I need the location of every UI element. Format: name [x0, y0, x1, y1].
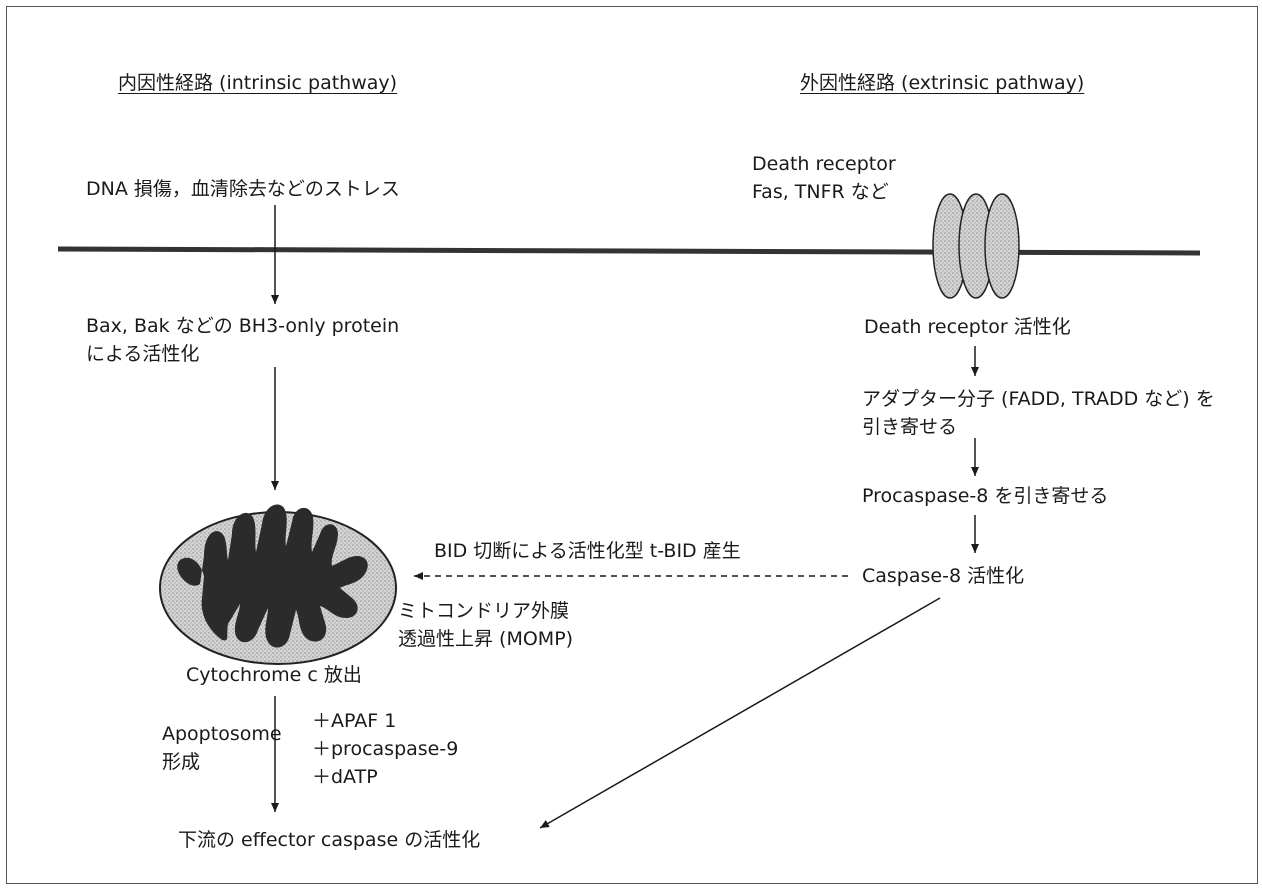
- figure-frame: [6, 6, 1258, 884]
- bid-cleavage-label: BID 切断による活性化型 t-BID 産生: [434, 540, 741, 562]
- extrinsic-header: 外因性経路 (extrinsic pathway): [800, 72, 1085, 94]
- cofactor-item: ＋procaspase-9: [312, 738, 459, 760]
- stress-label: DNA 損傷，血清除去などのストレス: [86, 178, 400, 200]
- momp-label: ミトコンドリア外膜 透過性上昇 (MOMP): [398, 597, 573, 653]
- bh3-label-line2: による活性化: [86, 343, 200, 365]
- bh3-label: Bax, Bak などの BH3-only protein による活性化: [86, 312, 399, 368]
- receptor-activation-label: Death receptor 活性化: [864, 316, 1071, 338]
- mitochondrion-icon: [159, 504, 397, 665]
- death-receptor-label-line1: Death receptor: [752, 153, 896, 175]
- death-receptor-icon: [932, 193, 1020, 299]
- effector-caspase-label: 下流の effector caspase の活性化: [178, 829, 481, 851]
- cytochrome-label: Cytochrome c 放出: [186, 664, 362, 686]
- death-receptor-label: Death receptor Fas, TNFR など: [752, 150, 896, 206]
- adaptor-label: アダプター分子 (FADD, TRADD など) を 引き寄せる: [862, 385, 1215, 441]
- adaptor-label-line1: アダプター分子 (FADD, TRADD など) を: [862, 388, 1215, 410]
- arrow-caspase8-to-effector: [539, 597, 941, 829]
- adaptor-label-line2: 引き寄せる: [862, 416, 958, 438]
- caspase8-label: Caspase-8 活性化: [862, 565, 1025, 587]
- cell-membrane: [57, 246, 1201, 256]
- bh3-label-line1: Bax, Bak などの BH3-only protein: [86, 315, 400, 337]
- cofactor-item: ＋APAF 1: [312, 710, 397, 732]
- apoptosome-label-line1: Apoptosome: [162, 723, 282, 745]
- cofactors-list: ＋APAF 1 ＋procaspase-9 ＋dATP: [312, 707, 458, 791]
- apoptosome-label: Apoptosome 形成: [162, 720, 282, 776]
- apoptosome-label-line2: 形成: [162, 751, 201, 773]
- procaspase8-label: Procaspase-8 を引き寄せる: [862, 485, 1109, 507]
- intrinsic-header: 内因性経路 (intrinsic pathway): [118, 72, 398, 94]
- death-receptor-label-line2: Fas, TNFR など: [752, 181, 889, 203]
- momp-label-line2: 透過性上昇 (MOMP): [398, 628, 574, 650]
- momp-label-line1: ミトコンドリア外膜: [398, 600, 570, 622]
- cofactor-item: ＋dATP: [312, 766, 378, 788]
